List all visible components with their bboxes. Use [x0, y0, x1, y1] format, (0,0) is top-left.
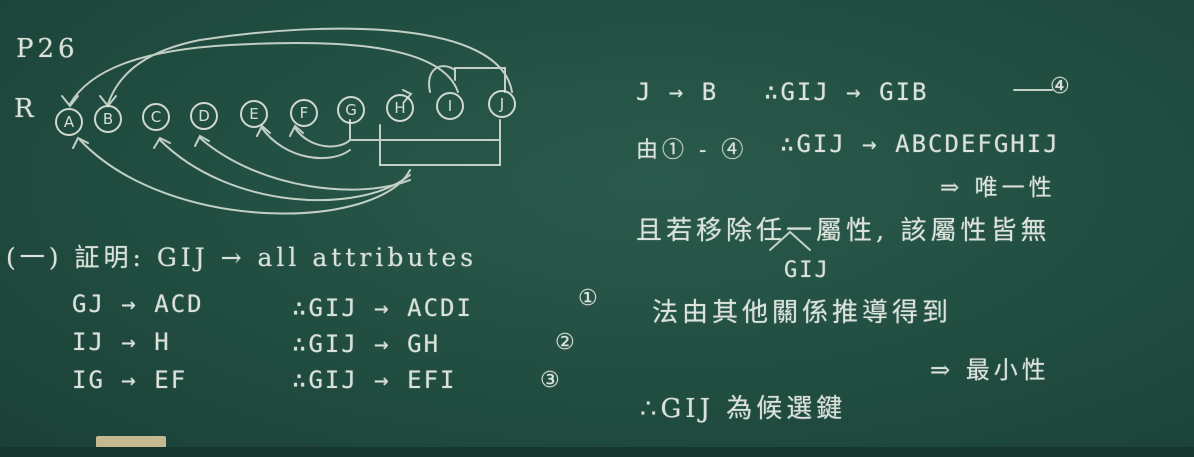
result-line-1: ∴GIJ → ACDI — [292, 294, 473, 322]
chalk-ledge — [0, 447, 1194, 457]
candidate-key-conclusion: ∴GIJ 為候選鍵 — [640, 394, 847, 424]
uniqueness-line: ⇒ 唯一性 — [940, 175, 1056, 201]
brace-label-gij: GIJ — [784, 258, 830, 283]
step-number-3: ③ — [540, 368, 562, 393]
attribute-node-a: A — [55, 108, 83, 136]
relation-label: R — [14, 94, 38, 124]
fd-line-1: GJ → ACD — [72, 290, 204, 318]
derivation-statement: 法由其他關係推導得到 — [652, 298, 953, 328]
all-attributes-result: ∴GIJ → ABCDEFGHIJ — [780, 130, 1060, 158]
attribute-node-i: I — [436, 92, 464, 120]
attribute-node-b: B — [94, 105, 122, 133]
step-number-1: ① — [578, 286, 600, 311]
fd-line-2: IJ → H — [72, 328, 171, 356]
chalk-eraser — [96, 436, 166, 448]
attribute-node-d: D — [190, 102, 218, 130]
proof-title: (一) 証明: GIJ → all attributes — [6, 243, 478, 272]
from-steps-label: 由① - ④ — [636, 138, 748, 163]
result-line-2: ∴GIJ → GH — [292, 330, 441, 358]
fd-j-b: J → B — [636, 78, 719, 106]
fd-line-3: IG → EF — [72, 366, 188, 394]
page-ref: P26 — [16, 34, 79, 64]
attribute-node-g: G — [337, 96, 365, 124]
attribute-node-h: H — [386, 94, 414, 122]
attribute-node-j: J — [488, 90, 516, 118]
minimality-line: ⇒ 最小性 — [930, 356, 1050, 384]
result-line-3: ∴GIJ → EFI — [292, 366, 457, 394]
removal-statement: 且若移除任一屬性, 該屬性皆無 — [636, 216, 1051, 246]
attribute-node-f: F — [290, 99, 318, 127]
attribute-node-e: E — [240, 100, 268, 128]
step-number-2: ② — [555, 330, 577, 355]
attribute-node-c: C — [142, 103, 170, 131]
step-number-4: ④ — [1050, 74, 1072, 99]
result-line-4: ∴GIJ → GIB — [764, 78, 929, 106]
